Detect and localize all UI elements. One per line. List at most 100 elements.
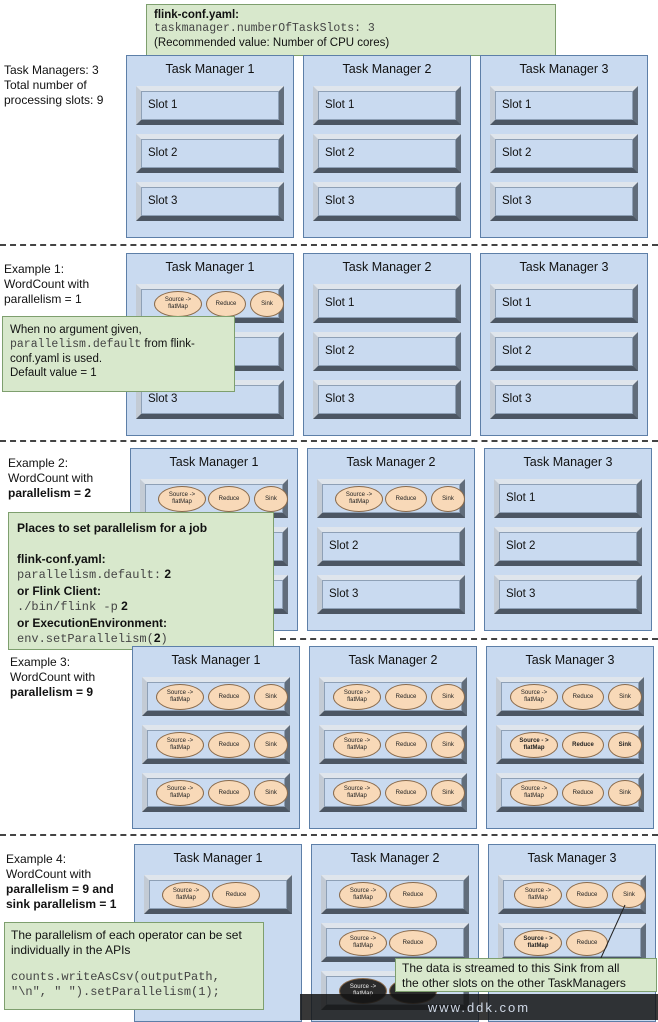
sink-note: The data is streamed to this Sink from a… — [395, 958, 657, 992]
slot-label: Slot 2 — [325, 345, 355, 357]
slot-label: Slot 3 — [506, 588, 536, 600]
operator-label: Source -> flatMap — [168, 492, 196, 505]
sink-operator: Sink — [254, 732, 288, 758]
slot-label: Slot 2 — [148, 147, 178, 159]
section-4-line2: WordCount with — [6, 867, 92, 881]
reduce-operator: Reduce — [208, 684, 250, 710]
note-line: parallelism.default from flink- — [10, 337, 227, 352]
section-2-line3: parallelism = 2 — [8, 486, 92, 500]
sink-operator: Sink — [608, 732, 642, 758]
slot: Source -> flatMap Reduce — [321, 875, 469, 914]
task-manager-2: Task Manager 2 Source -> flatMap Reduce … — [307, 448, 475, 631]
operator-label: Source -> flatMap — [349, 888, 377, 901]
task-manager-1: Task Manager 1 Source -> flatMap Reduce … — [132, 646, 300, 829]
task-manager-title: Task Manager 3 — [519, 260, 609, 274]
sink-operator: Sink — [254, 486, 288, 512]
task-manager-title: Task Manager 1 — [165, 260, 255, 274]
task-manager-title: Task Manager 3 — [525, 653, 615, 667]
section-divider — [280, 638, 658, 640]
task-manager-1: Task Manager 1 Slot 1 Slot 2 Slot 3 — [126, 55, 294, 238]
source-flatmap-operator: Source -> flatMap — [339, 882, 387, 908]
operator-label: Reduce — [218, 789, 240, 796]
operator-label: Source -> flatMap — [349, 936, 377, 949]
note-line: the other slots on the other TaskManager… — [402, 976, 626, 990]
source-flatmap-operator: Source -> flatMap — [514, 882, 562, 908]
task-manager-3: Task Manager 3 Slot 1 Slot 2 Slot 3 — [484, 448, 652, 631]
slot-label: Slot 3 — [502, 195, 532, 207]
operator-label: Reduce — [572, 741, 594, 748]
source-flatmap-operator: Source -> flatMap — [333, 732, 381, 758]
slot-label: Slot 3 — [325, 195, 355, 207]
sink-operator: Sink — [254, 780, 288, 806]
reduce-operator: Reduce — [389, 882, 437, 908]
sink-operator: Sink — [608, 780, 642, 806]
slot-label: Slot 3 — [502, 393, 532, 405]
operator-label: Source -> flatMap — [524, 888, 552, 901]
slot: Slot 3 — [313, 380, 461, 419]
operator-label: Sink — [265, 789, 277, 796]
reduce-operator: Reduce — [208, 486, 250, 512]
operator-label: Reduce — [576, 891, 598, 898]
note-code-line: parallelism.default: 2 — [17, 567, 265, 584]
reduce-operator: Reduce — [562, 684, 604, 710]
slot: Slot 3 — [494, 575, 642, 614]
note-code: counts.writeAsCsv(outputPath, — [11, 970, 220, 984]
reduce-operator: Reduce — [212, 882, 260, 908]
section-1-line1: Example 1: — [4, 262, 65, 276]
operator-label: Sink — [442, 789, 454, 796]
source-flatmap-operator: Source -> flatMap — [335, 486, 383, 512]
slot-label: Slot 2 — [506, 540, 536, 552]
slot: Slot 1 — [490, 86, 638, 125]
slot: Slot 2 — [494, 527, 642, 566]
operator-label: Reduce — [572, 789, 594, 796]
operator-label: Reduce — [402, 891, 424, 898]
note-title: Places to set parallelism for a job — [17, 521, 208, 535]
task-manager-title: Task Manager 3 — [523, 455, 613, 469]
operator-label: Reduce — [395, 741, 417, 748]
source-flatmap-operator: Source -> flatMap — [158, 486, 206, 512]
note-code: ./bin/flink -p — [17, 600, 118, 614]
section-3-label: Example 3: WordCount with parallelism = … — [10, 655, 95, 700]
slot: Source -> flatMap Reduce Sink — [319, 773, 467, 812]
operator-label: Sink — [261, 300, 273, 307]
reduce-operator: Reduce — [385, 732, 427, 758]
operator-label: Sink — [442, 693, 454, 700]
operator-label: Sink — [442, 495, 454, 502]
reduce-operator: Reduce — [566, 882, 608, 908]
example-2-note: Places to set parallelism for a job flin… — [8, 512, 274, 650]
note-line: individually in the APIs — [11, 943, 131, 957]
slot: Source -> flatMap Reduce Sink — [142, 677, 290, 716]
section-divider — [0, 440, 658, 442]
task-manager-title: Task Manager 1 — [169, 455, 259, 469]
sink-operator: Sink — [431, 732, 465, 758]
reduce-operator: Reduce — [389, 930, 437, 956]
operator-label: Reduce — [395, 693, 417, 700]
task-manager-3: Task Manager 3 Slot 1 Slot 2 Slot 3 — [480, 253, 648, 436]
operator-label: Reduce — [576, 939, 598, 946]
source-flatmap-operator: Source -> flatMap — [156, 732, 204, 758]
slot: Slot 3 — [317, 575, 465, 614]
operator-label: Source -> flatMap — [172, 888, 200, 901]
operator-label: Sink — [619, 789, 631, 796]
slot: Slot 1 — [136, 86, 284, 125]
source-flatmap-operator: Source -> flatMap — [333, 780, 381, 806]
slot-label: Slot 1 — [148, 99, 178, 111]
operator-label: Source -> flatMap — [520, 690, 548, 703]
task-manager-3: Task Manager 3 Source -> flatMap Reduce … — [488, 844, 656, 1022]
operator-label: Source -> flatMap — [166, 738, 194, 751]
source-flatmap-operator: Source - > flatMap — [510, 732, 558, 758]
task-manager-2: Task Manager 2 Slot 1 Slot 2 Slot 3 — [303, 253, 471, 436]
slot: Slot 3 — [313, 182, 461, 221]
slot: Source -> flatMap Reduce Sink — [496, 773, 644, 812]
operator-label: Source -> flatMap — [520, 786, 548, 799]
section-3-line3: parallelism = 9 — [10, 685, 94, 699]
section-1-line2: WordCount with — [4, 277, 90, 291]
operator-label: Sink — [623, 891, 635, 898]
task-manager-title: Task Manager 1 — [165, 62, 255, 76]
reduce-operator: Reduce — [562, 780, 604, 806]
reduce-operator: Reduce — [208, 732, 250, 758]
note-value: 2 — [153, 631, 161, 645]
note-code: "\n", " ").setParallelism(1); — [11, 985, 220, 999]
note-code: parallelism.default: — [17, 568, 162, 582]
